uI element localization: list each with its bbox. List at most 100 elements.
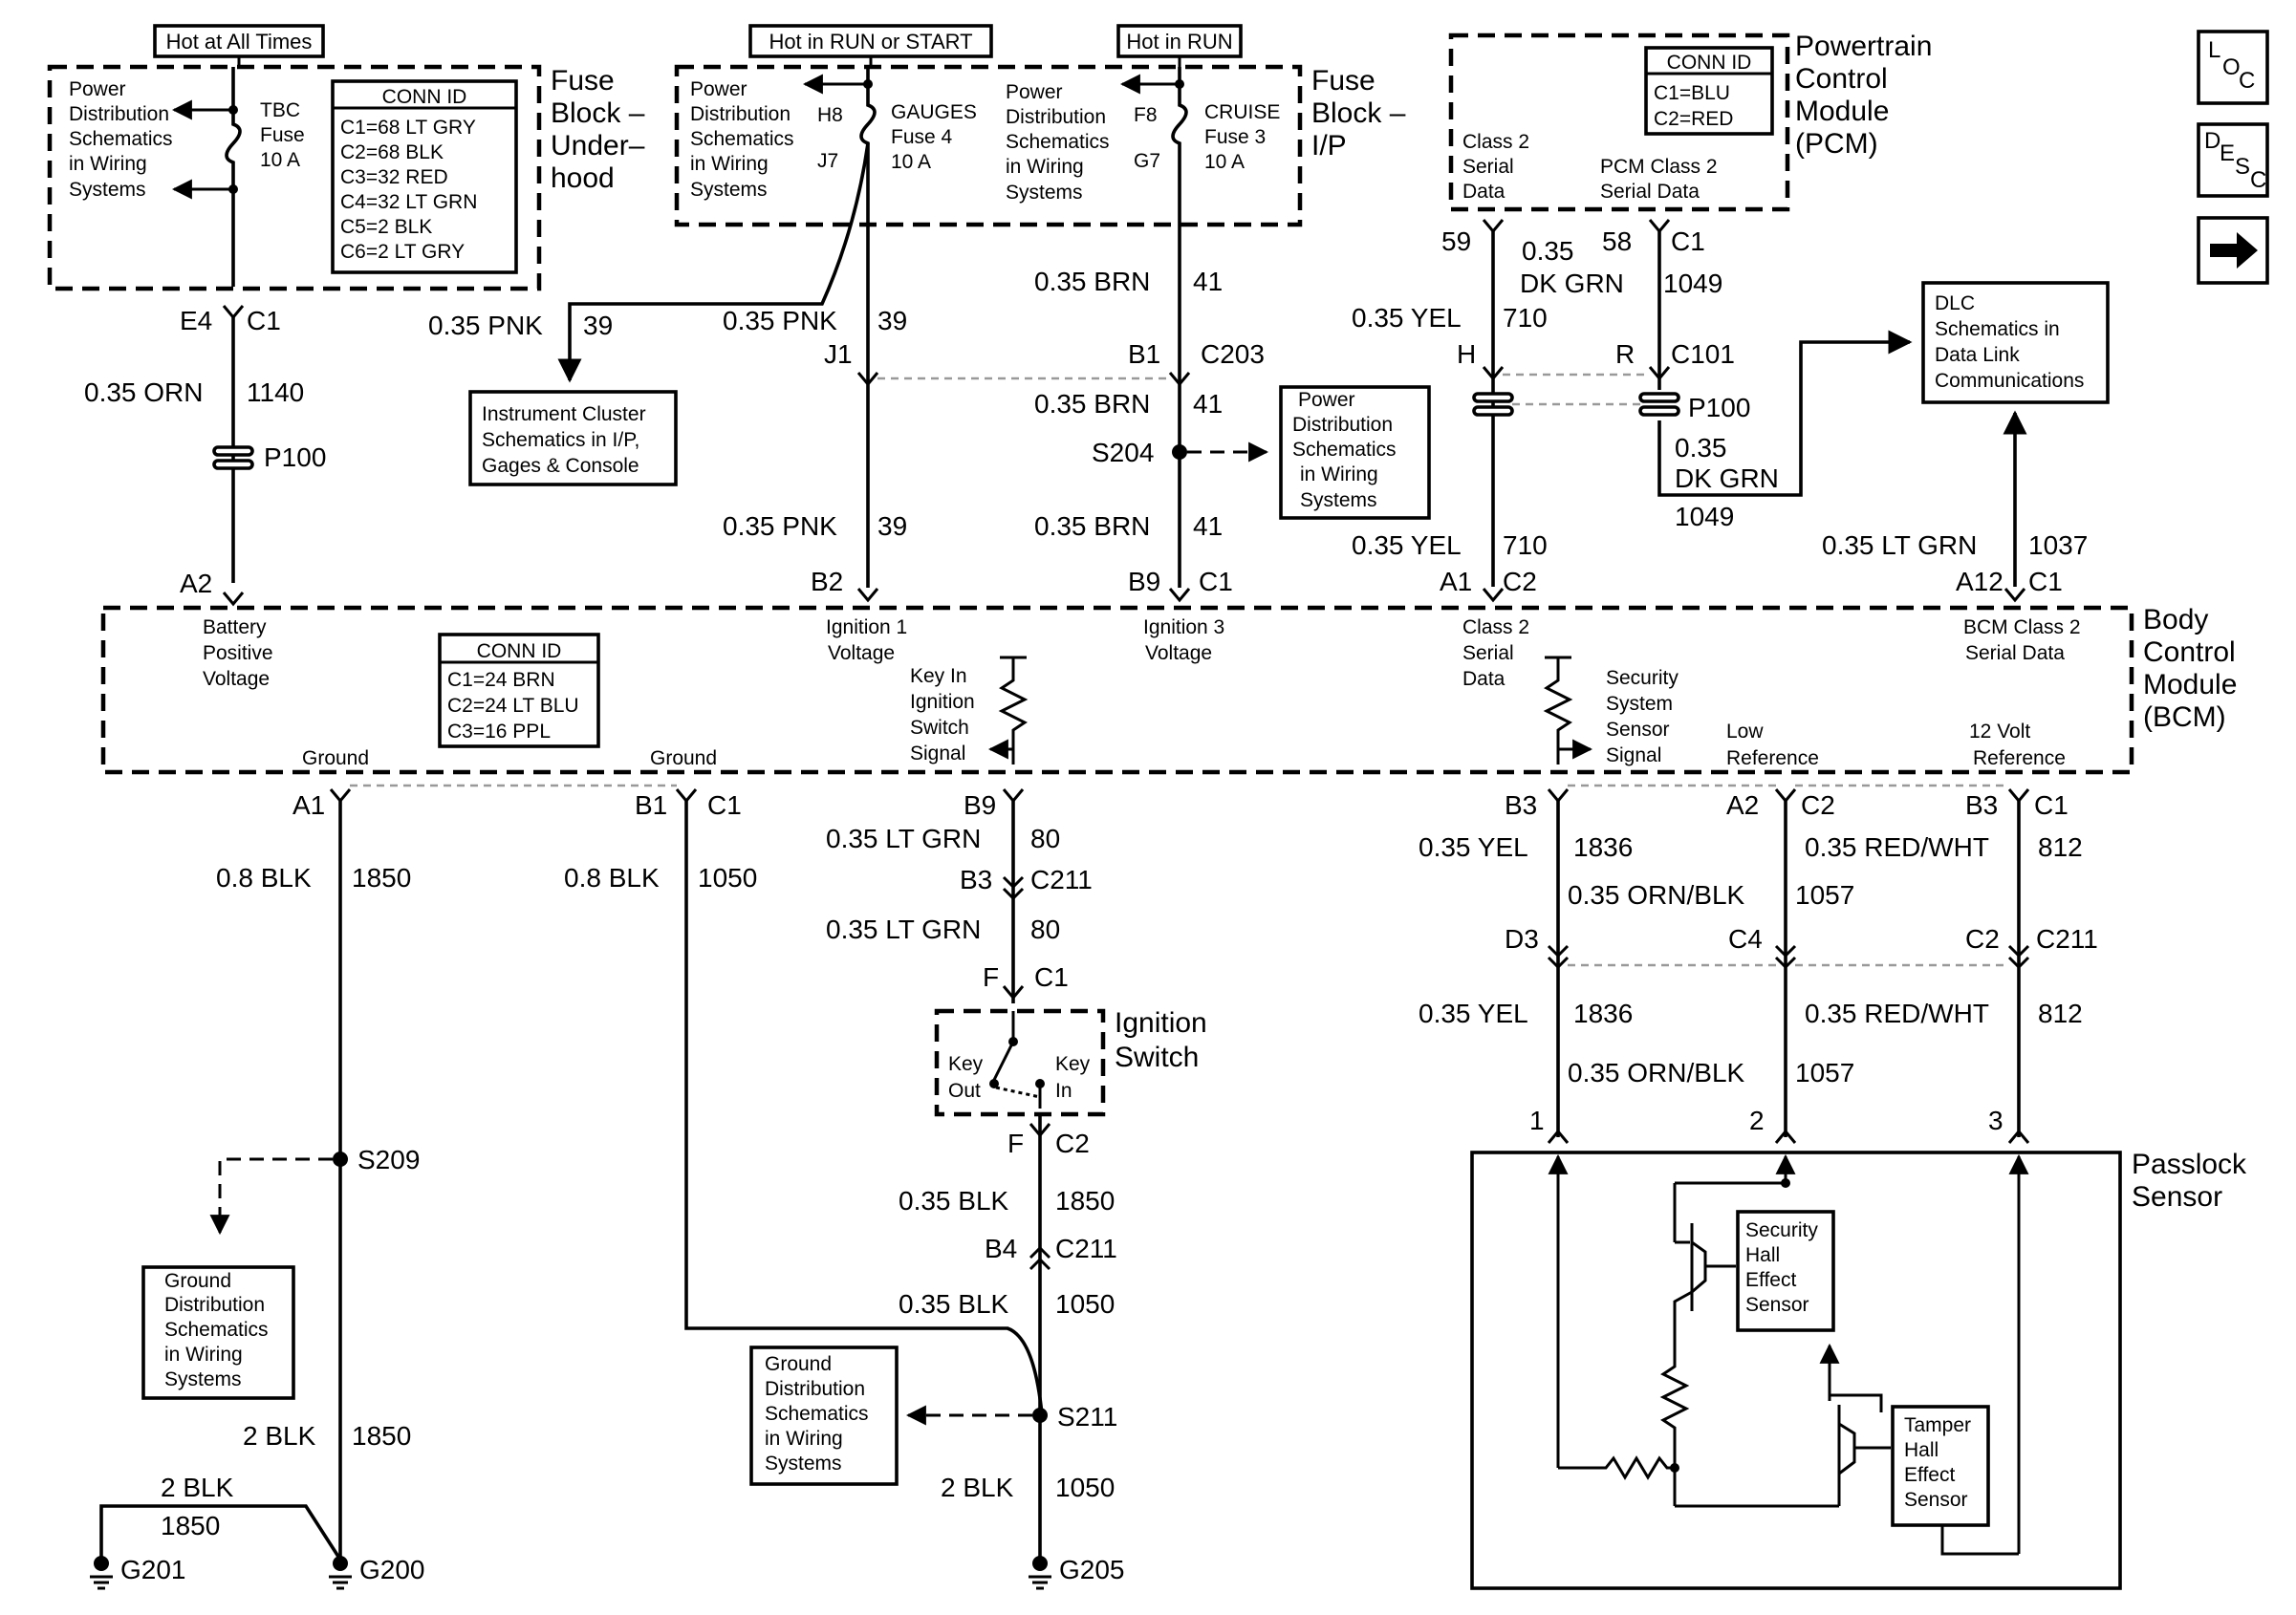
svg-text:J1: J1 [824,339,853,369]
svg-text:C2: C2 [1055,1129,1090,1158]
svg-text:Reference: Reference [1973,747,2066,769]
svg-text:in Wiring: in Wiring [164,1344,243,1366]
svg-text:Schematics: Schematics [1006,131,1110,153]
svg-text:C4=32 LT GRN: C4=32 LT GRN [340,191,477,213]
svg-text:Ignition: Ignition [910,691,975,713]
svg-text:in Wiring: in Wiring [1300,463,1378,485]
svg-text:Module: Module [1795,96,1889,127]
desc-button[interactable]: D E S C [2197,122,2269,198]
svg-text:C2: C2 [1503,567,1537,596]
svg-text:1850: 1850 [352,1421,411,1451]
bcm-ign3-label: Ignition 3 Voltage [1143,616,1224,664]
bcm-class2-serial-label: BCM Class 2 Serial Data [1963,616,2081,664]
svg-text:B2: B2 [811,567,843,596]
svg-text:Security: Security [1606,667,1679,689]
svg-text:L: L [2208,37,2220,63]
svg-text:Distribution: Distribution [164,1294,265,1316]
loc-button[interactable]: L O C [2197,30,2269,105]
svg-text:CONN ID: CONN ID [1667,52,1752,74]
power-dist-s204-box[interactable]: Power Distribution Schematics in Wiring … [1279,385,1431,520]
next-page-button[interactable] [2197,216,2269,285]
svg-text:C1: C1 [247,306,281,335]
svg-text:812: 812 [2038,832,2083,862]
svg-text:Distribution: Distribution [1006,106,1106,128]
svg-text:B9: B9 [1128,567,1160,596]
instrument-cluster-box[interactable]: Instrument Cluster Schematics in I/P, Ga… [468,390,678,486]
underhood-conn-id-table: CONN ID C1=68 LT GRY C2=68 BLK C3=32 RED… [331,79,518,274]
svg-text:C5=2 BLK: C5=2 BLK [340,216,432,238]
svg-text:0.35 PNK: 0.35 PNK [723,306,837,335]
svg-text:TBC: TBC [260,99,300,121]
pcm-module [1448,32,1790,212]
bcm-ign1-label: Ignition 1 Voltage [826,616,907,664]
svg-text:1049: 1049 [1675,502,1734,531]
svg-text:0.35 YEL: 0.35 YEL [1352,530,1462,560]
svg-text:Serial: Serial [1462,642,1514,664]
svg-text:Distribution: Distribution [690,103,791,125]
svg-text:Distribution: Distribution [1292,414,1393,436]
s211-splice [1032,1408,1048,1423]
svg-text:Battery: Battery [203,616,267,638]
svg-text:C: C [2239,68,2255,94]
svg-text:(PCM): (PCM) [1795,128,1878,160]
dlc-box[interactable]: DLC Schematics in Data Link Communicatio… [1921,281,2110,404]
svg-text:2 BLK: 2 BLK [161,1473,234,1502]
svg-text:Fuse: Fuse [551,65,615,97]
svg-text:E4: E4 [180,306,212,335]
svg-text:Systems: Systems [765,1453,842,1475]
tamper-hall-sensor-box: Tamper Hall Effect Sensor [1891,1405,1990,1527]
ip-power-dist-left: Power Distribution Schematics in Wiring … [690,78,794,201]
svg-text:Schematics in: Schematics in [1935,318,2060,340]
svg-text:P100: P100 [1688,393,1750,422]
svg-text:Effect: Effect [1904,1464,1955,1486]
arrow-right-icon [2210,232,2258,269]
svg-text:I/P: I/P [1311,130,1347,162]
svg-text:0.35 RED/WHT: 0.35 RED/WHT [1805,999,1989,1028]
svg-text:System: System [1606,693,1673,715]
svg-text:Powertrain: Powertrain [1795,31,1932,62]
svg-text:1049: 1049 [1663,269,1722,298]
passlock-sensor-title: Passlock Sensor [2132,1149,2247,1213]
svg-text:39: 39 [877,306,907,335]
tamper-transistor-icon [1837,1405,1891,1491]
ground-dist-s211-box[interactable]: Ground Distribution Schematics in Wiring… [749,1346,899,1486]
svg-text:G200: G200 [359,1555,425,1584]
svg-text:in Wiring: in Wiring [1006,156,1084,178]
svg-text:41: 41 [1193,389,1223,419]
svg-text:Systems: Systems [164,1368,242,1390]
svg-text:10 A: 10 A [1204,151,1245,173]
svg-text:C1: C1 [2034,790,2069,820]
security-hall-sensor-box: Security Hall Effect Sensor [1736,1210,1835,1332]
svg-text:2 BLK: 2 BLK [243,1421,316,1451]
svg-text:Class 2: Class 2 [1462,616,1529,638]
svg-text:S209: S209 [357,1145,420,1174]
svg-text:1050: 1050 [1055,1289,1115,1319]
svg-text:Out: Out [948,1080,981,1102]
tbc-fuse-symbol [225,67,242,287]
ground-dist-s209-box[interactable]: Ground Distribution Schematics in Wiring… [141,1265,295,1400]
svg-text:C3=32 RED: C3=32 RED [340,166,448,188]
svg-text:C1: C1 [1199,567,1233,596]
svg-text:0.35: 0.35 [1675,433,1727,463]
svg-text:39: 39 [877,511,907,541]
svg-text:Sensor: Sensor [1606,719,1670,741]
passlock-resistor-h-icon [1558,1455,1675,1480]
svg-text:B3: B3 [960,865,992,894]
svg-text:1140: 1140 [247,377,304,407]
s209-splice [333,1152,348,1167]
svg-text:D: D [2204,128,2220,154]
svg-text:J7: J7 [817,150,838,172]
svg-text:0.8 BLK: 0.8 BLK [564,863,660,893]
svg-text:C2=68 BLK: C2=68 BLK [340,141,444,163]
svg-text:C1: C1 [1671,226,1705,256]
svg-text:Fuse 4: Fuse 4 [891,126,953,148]
svg-text:0.35 ORN/BLK: 0.35 ORN/BLK [1568,880,1745,910]
svg-text:CONN ID: CONN ID [477,640,562,662]
svg-text:C4: C4 [1728,924,1763,954]
svg-text:Systems: Systems [690,179,768,201]
svg-text:Tamper: Tamper [1904,1414,1971,1436]
svg-text:Hall: Hall [1745,1244,1780,1266]
svg-text:DK GRN: DK GRN [1520,269,1624,298]
svg-text:C2=RED: C2=RED [1654,108,1733,130]
svg-text:0.35 ORN/BLK: 0.35 ORN/BLK [1568,1058,1745,1087]
